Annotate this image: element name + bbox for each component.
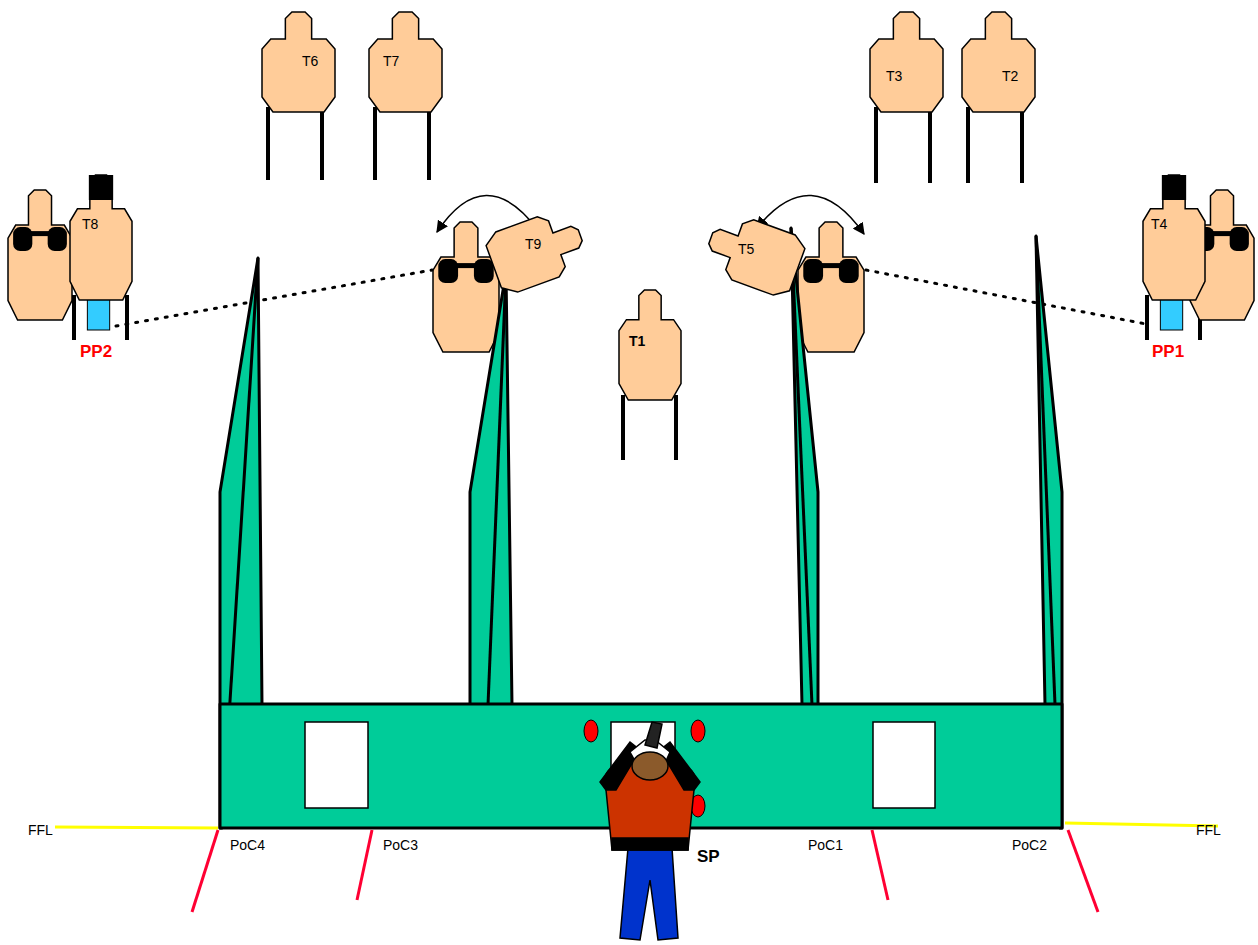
target-number: T9 [525,236,541,252]
fault-line-label: FFL [28,821,53,839]
target-silhouette [870,12,943,112]
poc-label: PoC3 [383,836,418,854]
shooter-legs [620,848,678,940]
position-label: PP1 [1152,343,1184,361]
target: T7 [369,12,442,112]
no-shoot-glasses [1230,227,1249,251]
target-outline [70,175,132,300]
target-stand [966,107,970,183]
no-shoot-glasses [31,231,49,236]
no-shoot-silhouette [798,222,864,352]
target-stand [427,107,431,180]
no-shoot-glasses [438,259,458,283]
poc-label: PoC2 [1012,836,1047,854]
target: T3 [870,12,943,112]
target-stand [1020,107,1024,183]
window [305,722,368,808]
target-outline [483,205,591,297]
no-shoot-glasses [48,227,67,251]
target-silhouette [619,290,681,400]
target: T1 [619,290,681,400]
target-hat [1162,175,1186,200]
target-stand [373,107,377,180]
poc-label: PoC4 [230,836,265,854]
target-outline [962,12,1035,112]
poc-line [872,830,888,900]
marker-dot [691,720,705,742]
target: T5 [722,208,786,300]
target-number: T2 [1002,68,1018,84]
target-number: T7 [383,53,399,69]
no-shoot-glasses [822,263,840,268]
target: T2 [962,12,1035,112]
fault-line [55,827,218,828]
target-number: T4 [1151,216,1167,232]
target-number: T6 [302,53,318,69]
fault-line [1065,823,1218,826]
position-label: PP2 [80,343,112,361]
no-shoot-glasses [457,263,475,268]
target-outline [870,12,943,112]
no-shoot-target [8,190,72,320]
target-number: T1 [629,333,645,349]
target-outline [262,12,335,112]
no-shoot-glasses [839,259,859,283]
wall [791,228,818,705]
target: T9 [505,205,569,297]
wall [470,272,512,705]
poc-line [192,830,218,912]
target-stand [266,107,270,180]
shooter-belt [612,838,688,850]
target-leg-cover [87,298,109,330]
target-stand [72,295,76,340]
target-stand [125,295,129,340]
target-hat [89,175,113,200]
target-outline [1143,175,1205,300]
poc-line [1068,830,1098,912]
target-stand [874,107,878,183]
target-outline [369,12,442,112]
walls [220,228,1062,828]
start-position-label: SP [697,848,720,866]
target-stand [674,395,678,460]
target-silhouette [369,12,442,112]
target-stand [1145,295,1149,340]
shooter-head [632,752,668,780]
target-silhouette [262,12,335,112]
shooter [600,722,700,940]
no-shoot-glasses [13,227,32,251]
no-shoot-silhouette [8,190,72,320]
poc-label: PoC1 [808,836,843,854]
target-silhouette [70,175,132,300]
window [873,722,935,808]
target-silhouette [1143,175,1205,300]
no-shoot-glasses [1213,231,1231,236]
target-stand [320,107,324,180]
target-number: T3 [886,68,902,84]
no-shoot-target [798,222,864,352]
fault-line-label: FFL [1196,821,1221,839]
target-number: T5 [738,241,754,257]
pistol [645,722,662,748]
target-outline [619,290,681,400]
target-stand [621,395,625,460]
target: T4 [1143,175,1205,300]
no-shoot-glasses [474,259,494,283]
activation-line [866,270,1146,324]
activation-line [116,270,432,326]
target-stand [928,107,932,183]
target-number: T8 [82,216,98,232]
no-shoot-glasses [803,259,823,283]
target: T8 [70,175,132,300]
marker-dot [584,720,598,742]
wall-edge [488,272,506,705]
poc-line [357,830,372,900]
target-leg-cover [1160,298,1182,330]
wall-edge [791,228,812,705]
target-outline [700,208,808,300]
target: T6 [262,12,335,112]
target-silhouette [962,12,1035,112]
